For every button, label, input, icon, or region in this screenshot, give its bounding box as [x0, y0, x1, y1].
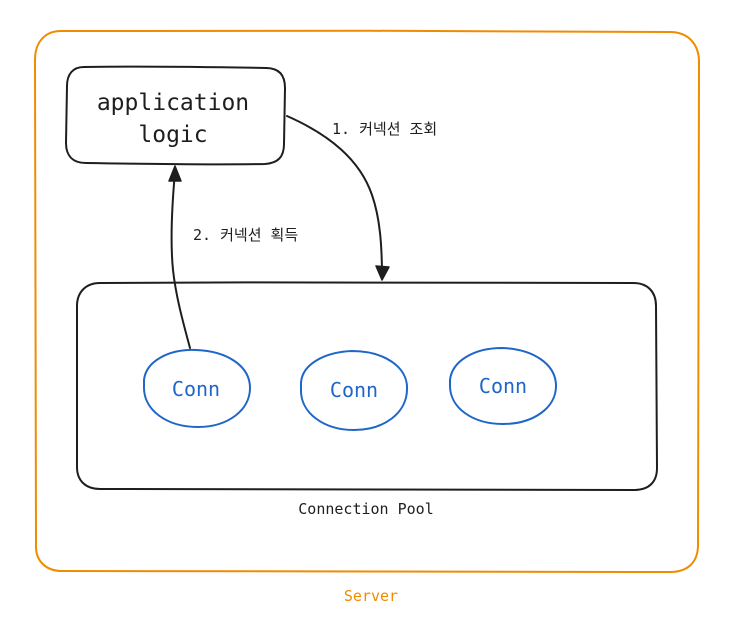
connection-circle: Conn — [299, 349, 409, 432]
connection-label: Conn — [330, 378, 378, 402]
application-logic-line2: logic — [138, 122, 207, 148]
application-logic-line1: application — [97, 90, 249, 116]
server-label: Server — [344, 587, 398, 605]
connection-pool-label: Connection Pool — [298, 500, 433, 518]
lookup-arrow — [286, 115, 390, 281]
connection-circle: Conn — [448, 346, 558, 426]
acquire-arrow — [168, 165, 191, 349]
connection-circle: Conn — [142, 348, 252, 429]
connection-label: Conn — [172, 377, 220, 401]
lookup-arrow-label: 1. 커넥션 조회 — [332, 120, 437, 138]
acquire-arrow-label: 2. 커넥션 획득 — [193, 226, 298, 244]
application-logic-box — [65, 65, 286, 166]
connection-pool-box — [76, 281, 658, 492]
connection-label: Conn — [479, 374, 527, 398]
server-boundary — [34, 29, 700, 573]
